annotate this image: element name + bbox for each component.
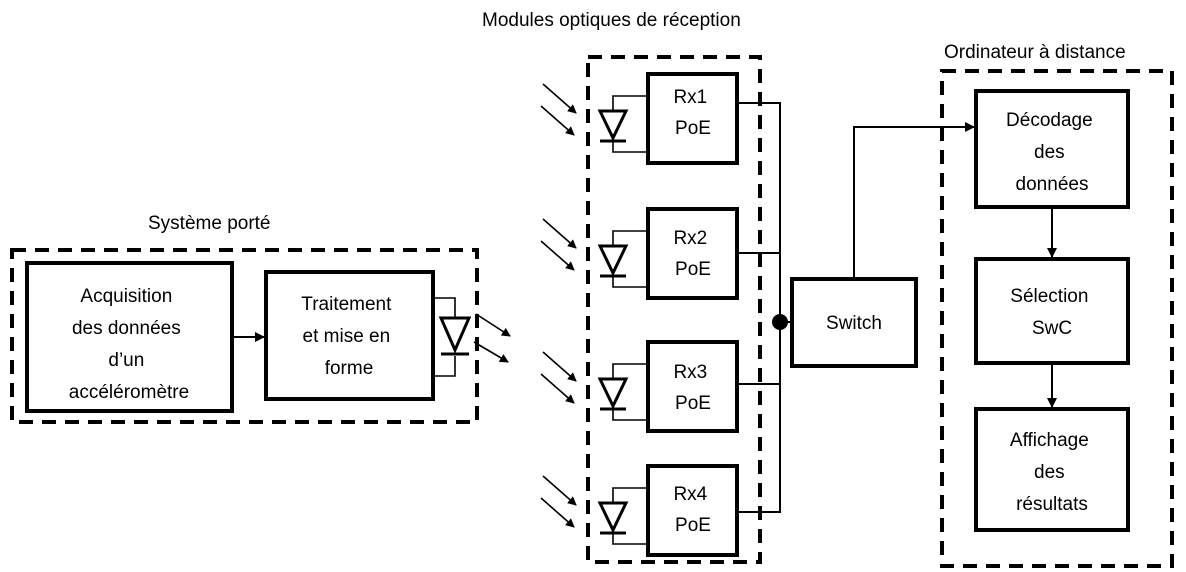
display-block [974, 407, 1130, 532]
switch-label: Switch [826, 313, 882, 334]
decoding-label: Décodage des données [1006, 110, 1098, 195]
rx2-block [646, 207, 739, 300]
photodiode-receiver-icon [540, 83, 648, 153]
rx1-block [646, 72, 739, 165]
rx1-module [540, 72, 739, 165]
rx4-label: Rx4 PoE [673, 484, 712, 536]
processing-block [264, 270, 435, 401]
group-title-receivers: Modules optiques de réception [482, 10, 741, 31]
selection-label: Sélection SwC [1010, 286, 1093, 339]
photodiode-receiver-icon [540, 218, 648, 288]
rx2-label: Rx2 PoE [673, 228, 712, 280]
rx3-block [646, 340, 739, 433]
group-title-worn-system: Système porté [148, 213, 271, 234]
rx2-module [540, 207, 739, 300]
rx3-label: Rx3 PoE [673, 362, 712, 414]
rx4-block [646, 464, 739, 557]
receivers-layer [540, 72, 739, 557]
rx1-label: Rx1 PoE [673, 87, 712, 139]
group-title-remote-computer: Ordinateur à distance [944, 42, 1126, 63]
acquisition-label: Acquisition des données d’un accéléromèt… [69, 286, 189, 403]
arrow-switch-to-decoding [853, 122, 975, 279]
group-frame-receivers [586, 55, 762, 564]
selection-block [974, 257, 1130, 365]
decoding-block [974, 89, 1130, 209]
receiver-bus-line [737, 102, 781, 513]
display-label: Affichage des résultats [1010, 430, 1094, 515]
group-frame-worn-system [10, 248, 479, 424]
photodiode-receiver-icon [540, 351, 648, 421]
switch-block [790, 277, 918, 368]
rx4-module [540, 464, 739, 557]
group-frame-remote-computer [940, 69, 1174, 568]
photodiode-receiver-icon [540, 475, 648, 545]
rx3-module [540, 340, 739, 433]
processing-label: Traitement et mise en forme [301, 294, 396, 379]
led-emitter-icon [433, 297, 511, 377]
